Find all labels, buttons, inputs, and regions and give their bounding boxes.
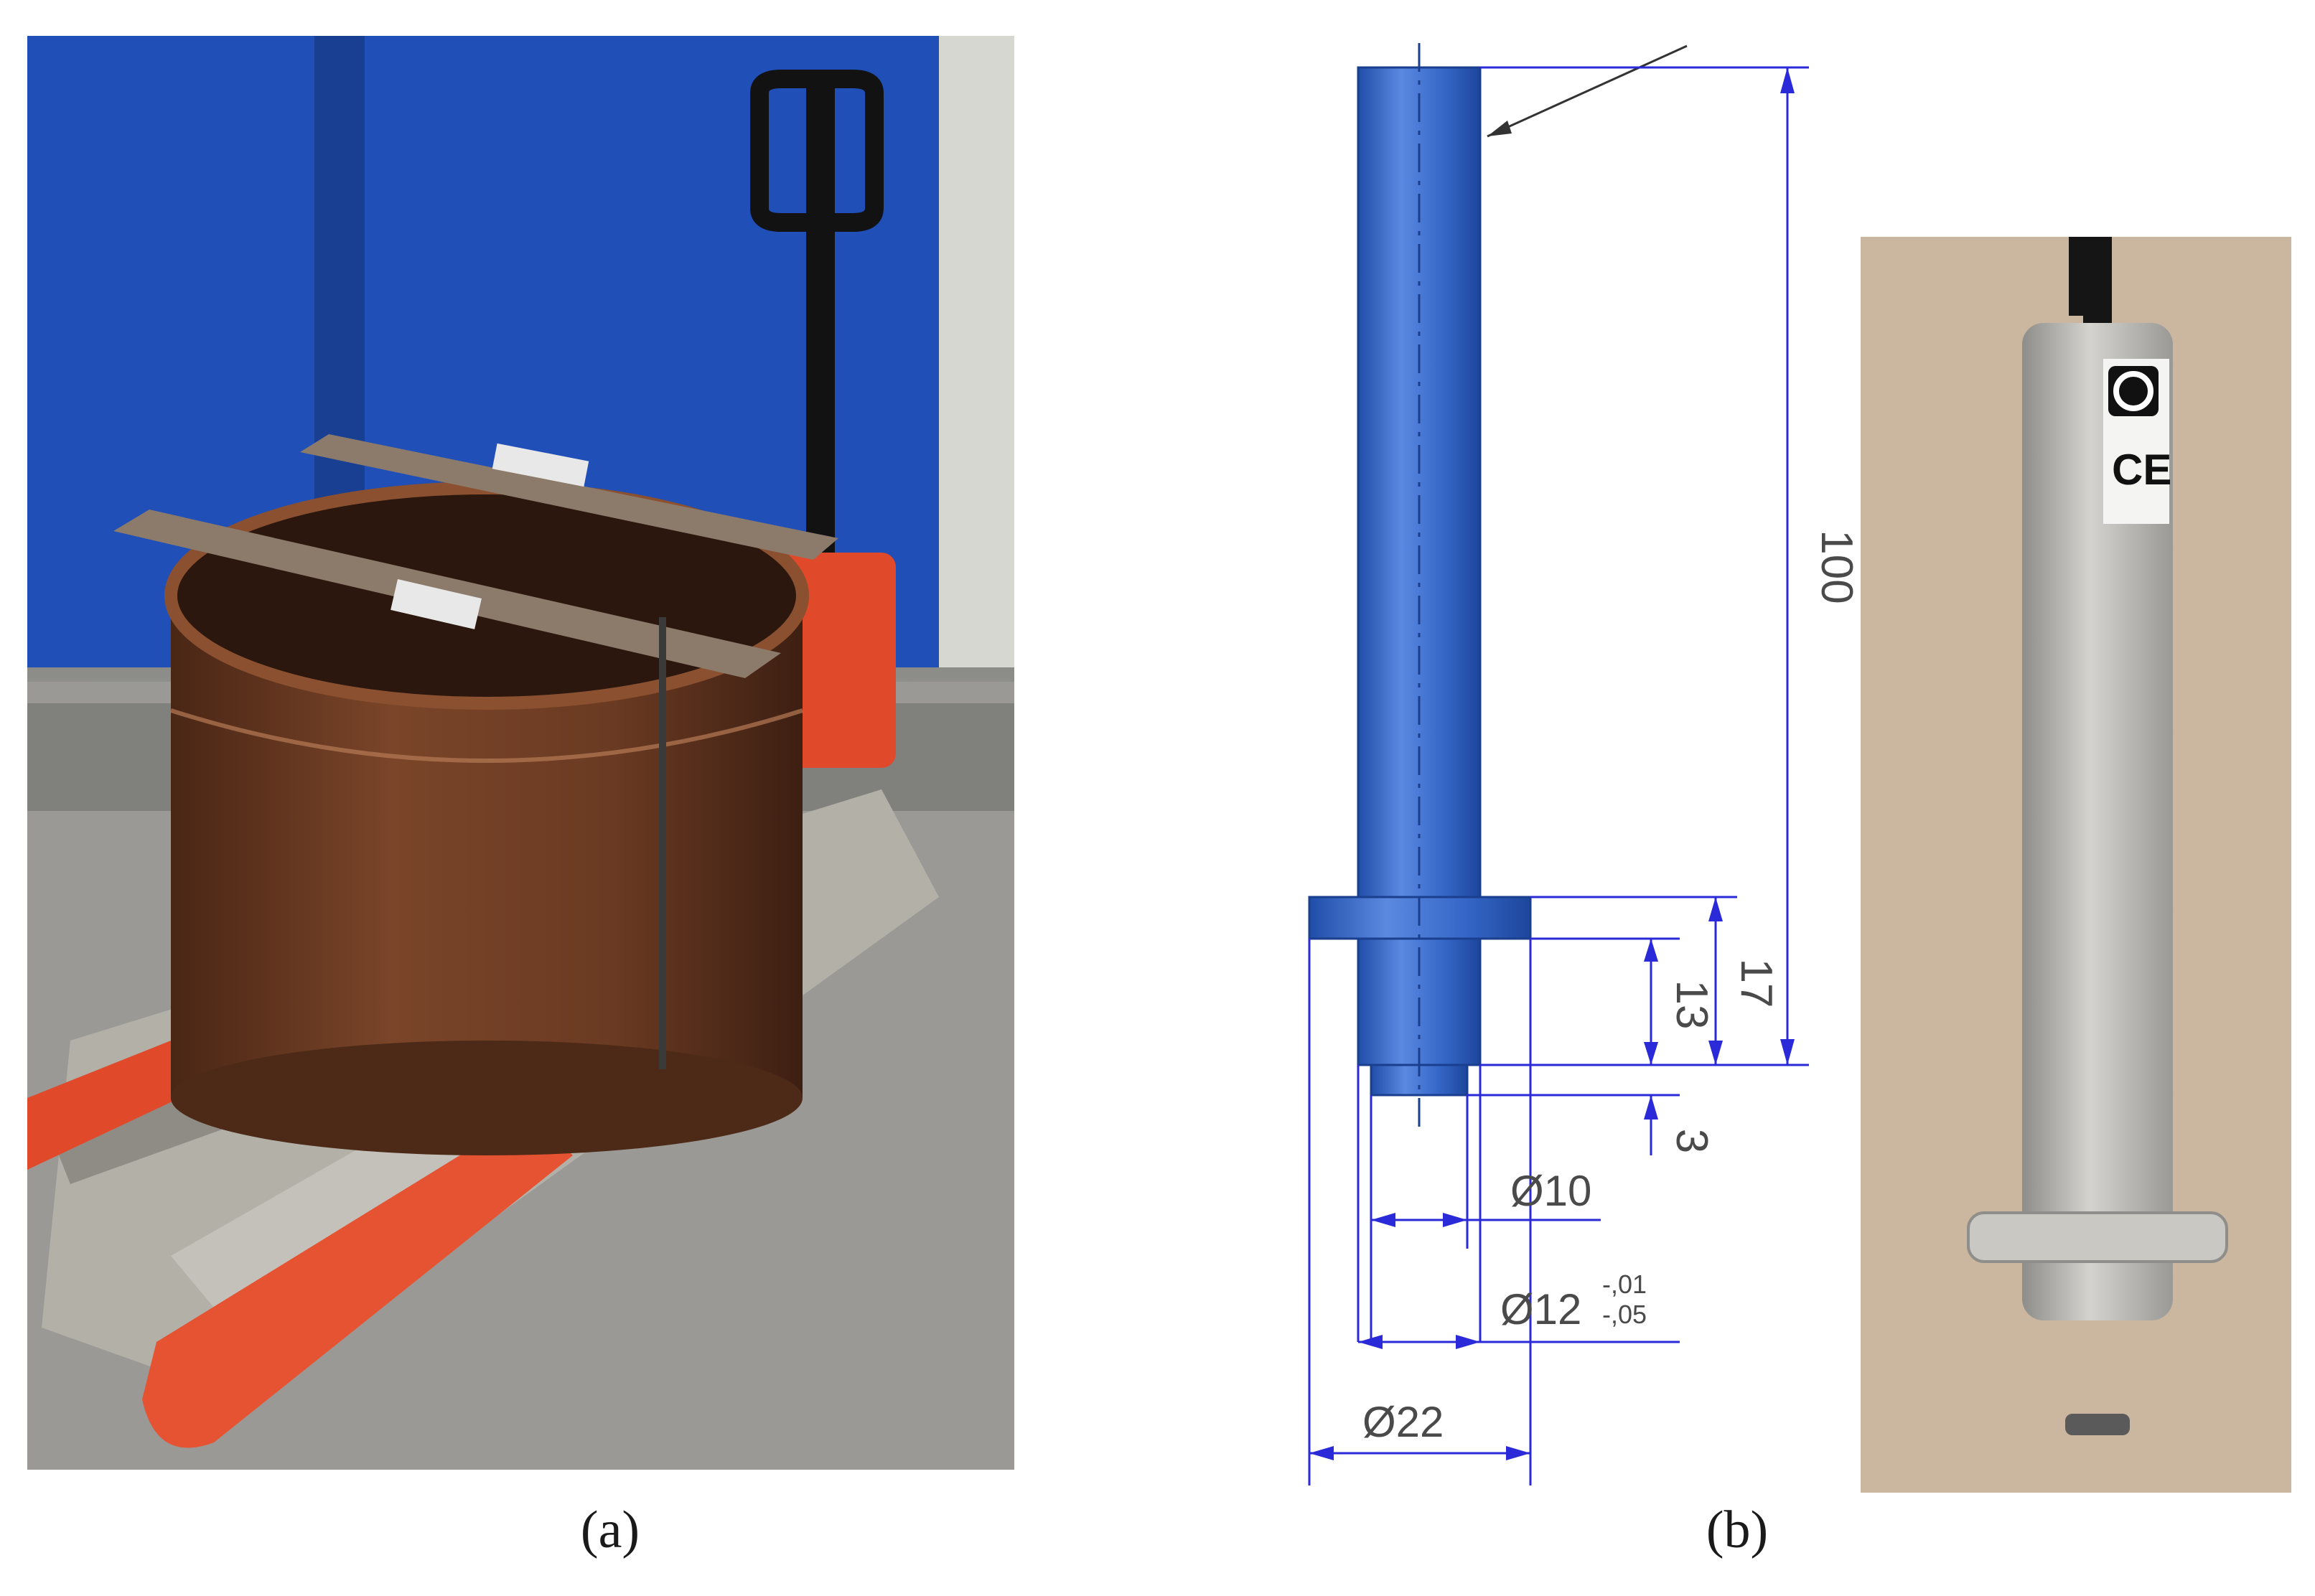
probe-photo-collar <box>1967 1211 2228 1263</box>
dimension-arrowheads <box>1309 67 1795 1460</box>
probe-photo-body <box>2022 323 2173 1320</box>
pallet-fork <box>142 1112 573 1448</box>
dim-shank-length: 13 <box>1667 980 1716 1030</box>
dim-tip-length: 3 <box>1667 1129 1716 1153</box>
photo-panel-b: CE <box>1861 237 2291 1493</box>
drum-photo <box>27 36 1014 1470</box>
dim-tolerance-upper: -,01 <box>1602 1269 1647 1299</box>
ce-mark: CE <box>2112 446 2171 494</box>
dim-length: 100 <box>1812 530 1861 604</box>
dim-shank-diameter: Ø12 <box>1500 1285 1581 1333</box>
dim-collar-diameter: Ø22 <box>1362 1398 1444 1446</box>
probe-technical-drawing: 100 17 13 3 Ø10 Ø12 -,01 -,05 Ø22 <box>1308 43 1861 1485</box>
probe-photo: CE <box>1861 237 2291 1493</box>
dim-tip-diameter: Ø10 <box>1510 1167 1591 1215</box>
photo-panel-a <box>27 36 1014 1470</box>
dim-tolerance-lower: -,05 <box>1602 1300 1647 1329</box>
caption-a: (a) <box>580 1501 640 1559</box>
caption-b: (b) <box>1706 1501 1769 1559</box>
dimension-lines <box>1308 66 1809 1485</box>
dim-collar-offset: 17 <box>1731 959 1781 1008</box>
